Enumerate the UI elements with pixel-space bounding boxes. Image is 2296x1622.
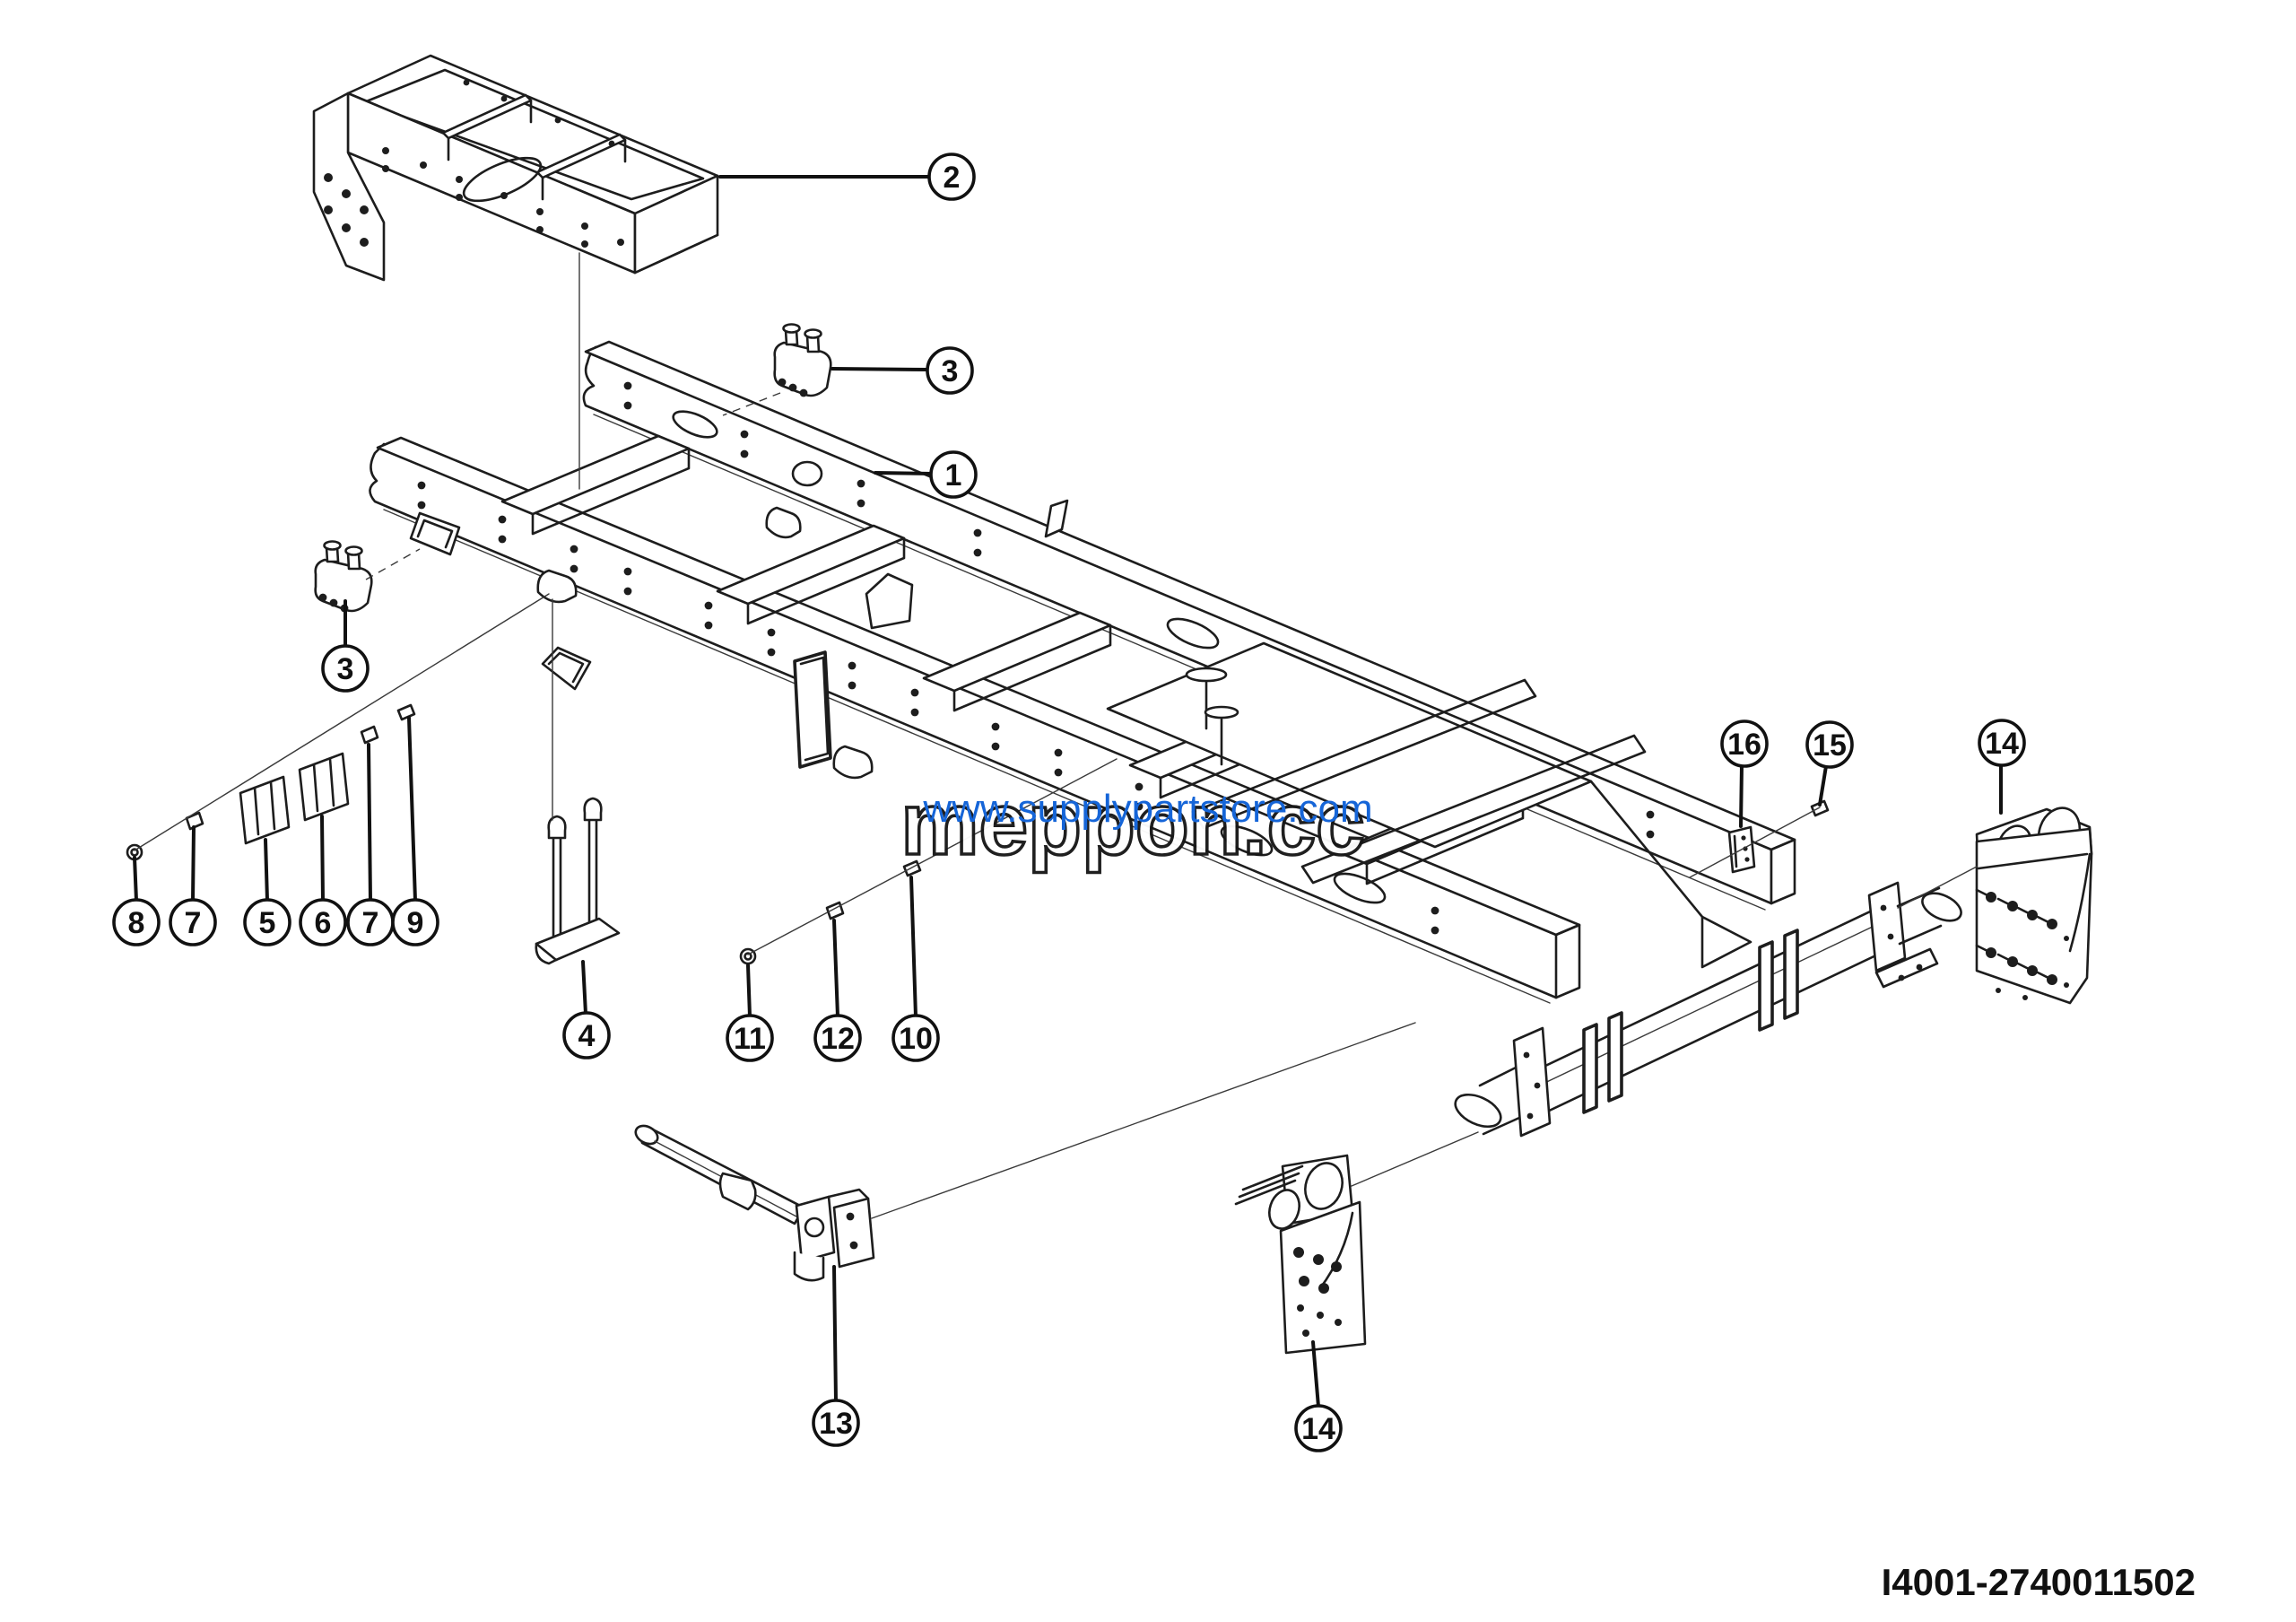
callout-7: 7 (346, 743, 395, 946)
svg-text:7: 7 (185, 906, 202, 940)
rear-deck-and-braces (1106, 641, 1752, 969)
callout-9: 9 (391, 716, 439, 946)
svg-text:16: 16 (1727, 728, 1761, 762)
frame-ladder (369, 340, 1796, 1004)
near-rail-holes (417, 481, 1439, 935)
axle-assembly (1454, 881, 1962, 1138)
crank-tool (634, 1124, 875, 1282)
plate-6 (298, 752, 350, 822)
bumper-bolt-holes (324, 79, 624, 248)
svg-text:8: 8 (128, 906, 145, 940)
part-number: I4001-2740011502 (1882, 1561, 2196, 1603)
callout-15: 15 (1805, 720, 1854, 807)
callout-8: 8 (112, 856, 161, 946)
callout-11: 11 (726, 964, 774, 1062)
callout-1: 1 (874, 450, 978, 499)
hardware-left-row (126, 703, 416, 861)
u-bolt (535, 797, 621, 965)
callout-2: 2 (718, 153, 976, 201)
svg-text:13: 13 (819, 1407, 853, 1441)
svg-text:1: 1 (945, 458, 962, 493)
svg-text:9: 9 (407, 906, 424, 940)
axle-left-hub (1454, 1026, 1552, 1138)
svg-text:10: 10 (899, 1022, 933, 1056)
hanger-bracket-right (1975, 807, 2093, 1005)
svg-text:14: 14 (1985, 727, 2019, 761)
clamp-top (773, 323, 832, 397)
svg-text:15: 15 (1813, 728, 1847, 763)
callout-3: 3 (321, 599, 370, 693)
callout-14: 14 (1294, 1340, 1343, 1452)
svg-text:4: 4 (578, 1019, 596, 1053)
bumper-box-assembly (312, 54, 719, 282)
callout-6: 6 (299, 815, 347, 946)
rail-tab (1044, 499, 1069, 538)
callout-5: 5 (243, 838, 291, 946)
svg-text:2: 2 (944, 161, 961, 195)
hanger-bracket-bottom (1234, 1154, 1367, 1355)
callout-4: 4 (562, 960, 611, 1060)
svg-text:11: 11 (734, 1022, 766, 1056)
reference-lines (134, 252, 1978, 1219)
watermark-meppon: meppon.cc (900, 774, 1364, 873)
callout-3: 3 (831, 346, 974, 395)
axle-right-hub (1867, 881, 1962, 989)
callout-10: 10 (891, 876, 940, 1062)
near-rail (369, 436, 1581, 1004)
svg-text:3: 3 (337, 652, 354, 686)
callout-16: 16 (1720, 719, 1769, 828)
pin-9 (396, 703, 416, 721)
bracket-studs (1975, 888, 2069, 1000)
callout-7: 7 (169, 825, 217, 946)
plate-5 (239, 775, 291, 845)
svg-text:14: 14 (1301, 1412, 1335, 1446)
callout-14: 14 (1978, 719, 2026, 815)
clamp-left (314, 540, 373, 613)
watermark-url: www.supplypartstore.com (922, 787, 1372, 831)
callout-12: 12 (813, 919, 862, 1062)
rail-brackets (409, 506, 914, 780)
svg-text:6: 6 (315, 906, 332, 940)
svg-text:7: 7 (362, 906, 379, 940)
svg-text:12: 12 (821, 1022, 855, 1056)
hardware-mid-row (739, 859, 922, 965)
callout-13: 13 (812, 1265, 860, 1447)
svg-text:5: 5 (259, 906, 276, 940)
svg-text:3: 3 (942, 354, 959, 388)
